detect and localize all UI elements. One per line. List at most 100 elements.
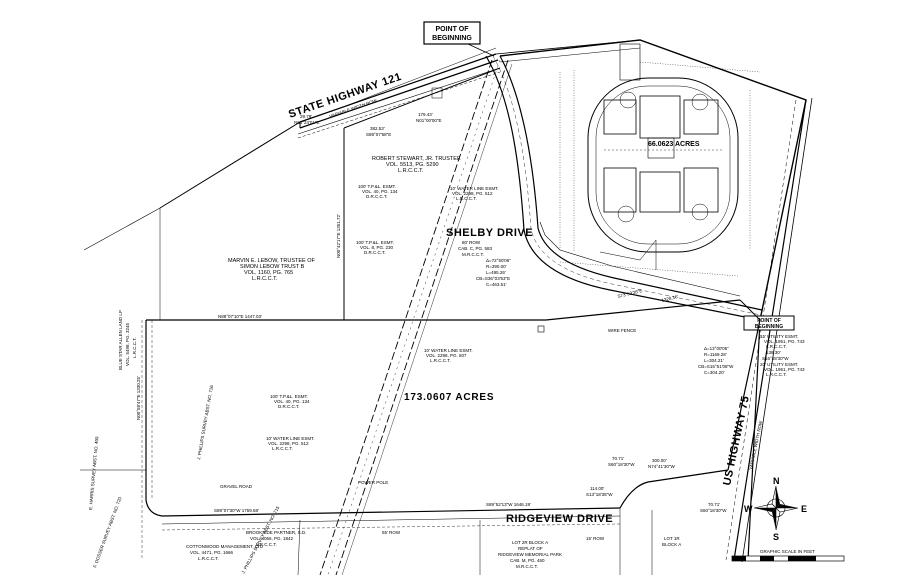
owner-brookside-vol: VOL. 4066, PG. 1842 bbox=[250, 536, 294, 541]
curve1-delta: Δ=72°50'06" bbox=[486, 258, 511, 263]
bearing-20: 1328.16' bbox=[661, 294, 679, 303]
owner-lebow-trust: SIMON LEBOW TRUST B bbox=[240, 264, 305, 270]
owner-blue-star-name: BLUE STAR ALLEN LAND LP bbox=[118, 310, 123, 370]
easement-7-b: VOL. 1951, PG. 743 bbox=[764, 339, 805, 344]
easement-3-b: VOL. 8, PG. 230 bbox=[360, 245, 394, 250]
main-tract-acres: 173.0607 ACRES bbox=[404, 392, 494, 403]
owner-lebow: MARVIN E. LEBOW, TRUSTEE OF SIMON LEBOW … bbox=[228, 258, 316, 282]
pob-right-callout bbox=[743, 315, 795, 331]
power-line-easement bbox=[319, 59, 513, 576]
bearing-12: 114.00' bbox=[590, 486, 604, 491]
easement-7-a: 15' UTILITY ESMT. bbox=[760, 334, 798, 339]
easement-6-a: 10' WATER LINE ESMT. bbox=[266, 436, 315, 441]
gravel-road-label: GRAVEL ROAD bbox=[220, 484, 253, 489]
easement-8-c: L.R.C.C.T. bbox=[766, 372, 787, 377]
shelby-drive-label: SHELBY DRIVE bbox=[446, 227, 533, 239]
compass-west: W bbox=[744, 504, 753, 514]
owner-ridgeview-park: LOT 2R BLOCK A REPLAT OF RIDGEVIEW MEMOR… bbox=[498, 540, 562, 569]
shelby-drive-road bbox=[485, 55, 763, 321]
bearing-21: S73°53'26"E bbox=[617, 288, 643, 299]
ridgeview-park-name: RIDGEVIEW MEMORIAL PARK bbox=[498, 552, 562, 557]
owner-stewart: ROBERT STEWART, JR. TRUSTEE VOL. 5513, P… bbox=[372, 156, 461, 174]
easement-3-c: D.R.C.C.T. bbox=[364, 250, 386, 255]
pob-top-line2: BEGINNING bbox=[432, 35, 472, 42]
easement-2-b: VOL. 2298, PG. 512 bbox=[452, 191, 493, 196]
wire-fence-label: WIRE FENCE bbox=[608, 328, 636, 333]
bearing-14: 70.71' bbox=[612, 456, 624, 461]
ne-tract-acres: 66.0623 ACRES bbox=[648, 141, 700, 148]
bearing-7: N00°42'17"E 1351.72' bbox=[336, 214, 341, 258]
pob-right-line2: BEGINNING bbox=[755, 324, 783, 330]
owner-lebow-vol: VOL. 1160, PG. 765 bbox=[244, 270, 293, 276]
structure-marker bbox=[537, 325, 545, 333]
ne-tract-boundary bbox=[499, 39, 807, 321]
survey-harris-409: E. HARRIS SURVEY ABST. NO. 409 bbox=[88, 436, 99, 510]
curve1-chord: C=463.51' bbox=[486, 282, 507, 287]
lot1r-block: BLOCK A bbox=[662, 542, 681, 547]
owner-blue-star-vol: VOL. 5498, PG. 3245 bbox=[125, 322, 130, 366]
owner-cottonwood-vol: VOL. 4471, PG. 1666 bbox=[190, 550, 234, 555]
easement-1-b: VOL. 40, PG. 134 bbox=[362, 189, 398, 194]
bearing-1: 29.79' bbox=[300, 114, 312, 119]
easement-4-c: L.R.C.C.T. bbox=[430, 358, 451, 363]
easement-5-a: 100' T.P.&L. ESMT. bbox=[270, 394, 308, 399]
easement-notes: 100' T.P.&L. ESMT. VOL. 40, PG. 134 D.R.… bbox=[266, 184, 805, 451]
owner-cottonwood-name: COTTONWOOD MANAGEMENT, LTD bbox=[186, 544, 264, 549]
owner-lebow-record: L.R.C.C.T. bbox=[252, 276, 278, 282]
owner-blue-star: BLUE STAR ALLEN LAND LP VOL. 5498, PG. 3… bbox=[118, 310, 137, 370]
easement-3-a: 100' T.P.&L. ESMT. bbox=[356, 240, 394, 245]
owner-stewart-name: ROBERT STEWART, JR. TRUSTEE bbox=[372, 156, 461, 162]
easement-6-c: L.R.C.C.T. bbox=[272, 446, 293, 451]
shelby-sub3: M.R.C.C.T. bbox=[462, 252, 484, 257]
curve2-chord: C=304.20' bbox=[704, 370, 725, 375]
owner-blue-star-record: L.R.C.C.T. bbox=[132, 337, 137, 358]
curve2-delta: Δ=13°00'05" bbox=[704, 346, 729, 351]
easement-8-b: VOL. 1951, PG. 743 bbox=[764, 367, 805, 372]
easement-4-a: 10' WATER LINE ESMT. bbox=[424, 348, 473, 353]
bearing-6: S89°07'58"E bbox=[366, 132, 391, 137]
easement-6-b: VOL. 2298, PG. 512 bbox=[268, 441, 309, 446]
bearing-16: 300.00' bbox=[652, 458, 667, 463]
owner-lebow-name: MARVIN E. LEBOW, TRUSTEE OF bbox=[228, 258, 316, 264]
owner-cottonwood: COTTONWOOD MANAGEMENT, LTD VOL. 4471, PG… bbox=[186, 544, 264, 561]
bearing-19: S60°18'30"W bbox=[700, 508, 727, 513]
easement-5-c: D.R.C.C.T. bbox=[278, 404, 300, 409]
shelby-sub2: CAB. C, PG. 583 bbox=[458, 246, 493, 251]
easement-1-c: D.R.C.C.T. bbox=[366, 194, 388, 199]
ne-tract-site-plan bbox=[559, 43, 761, 277]
easement-7-c: L.R.C.C.T. bbox=[766, 344, 787, 349]
bearing-2: N64°24'01"E bbox=[294, 120, 320, 125]
bearing-3: 179.43' bbox=[418, 112, 433, 117]
bearing-17: N74°41'30"W bbox=[648, 464, 676, 469]
curve1-radius: R=390.00' bbox=[486, 264, 507, 269]
easement-2-c: L.R.C.C.T. bbox=[456, 196, 477, 201]
survey-phillips-716: J. PHILLIPS SURVEY ABST. NO. 716 bbox=[196, 384, 214, 460]
easement-2-a: 10' WATER LINE ESMT. bbox=[450, 186, 499, 191]
curve2-length: L=304.21' bbox=[704, 358, 724, 363]
easement-1-a: 100' T.P.&L. ESMT. bbox=[358, 184, 396, 189]
pob-top-callout bbox=[423, 21, 495, 57]
bearing-4: N01°00'00"E bbox=[416, 118, 442, 123]
shelby-sub1: 80' ROW bbox=[462, 240, 481, 245]
ridgeview-park-record: M.R.C.C.T. bbox=[516, 564, 538, 569]
structure-marker bbox=[431, 87, 443, 99]
easement-5-b: VOL. 40, PG. 134 bbox=[274, 399, 310, 404]
bearing-13: S13°18'35"W bbox=[586, 492, 613, 497]
bearing-18: 70.71' bbox=[708, 502, 720, 507]
survey-dosser-720: F. DOSSER SURVEY ABST. NO. 720 bbox=[92, 496, 122, 569]
pob-right-line1: POINT OF bbox=[757, 318, 781, 324]
graphic-scale-bar bbox=[731, 555, 845, 562]
ridgeview-park-lot: LOT 2R BLOCK A bbox=[512, 540, 548, 545]
bearing-8: N88°07'10"E 1447.03' bbox=[218, 314, 262, 319]
bearing-22: 138.30' bbox=[766, 350, 781, 355]
owner-cottonwood-record: L.R.C.C.T. bbox=[198, 556, 219, 561]
easement-8-a: 20' UTILITY ESMT. bbox=[760, 362, 798, 367]
bearing-10: S89°07'30"W 1759.58' bbox=[214, 508, 259, 513]
graphic-scale-label: GRAPHIC SCALE IN FEET bbox=[760, 549, 815, 554]
owner-brookside-record: L.R.C.C.T. bbox=[256, 542, 277, 547]
compass-south: S bbox=[773, 532, 779, 542]
ridgeview-park-cab: CAB. M, PG. 460 bbox=[510, 558, 545, 563]
main-tract-boundary bbox=[80, 67, 761, 576]
curve2-radius: R=1169.28' bbox=[704, 352, 727, 357]
